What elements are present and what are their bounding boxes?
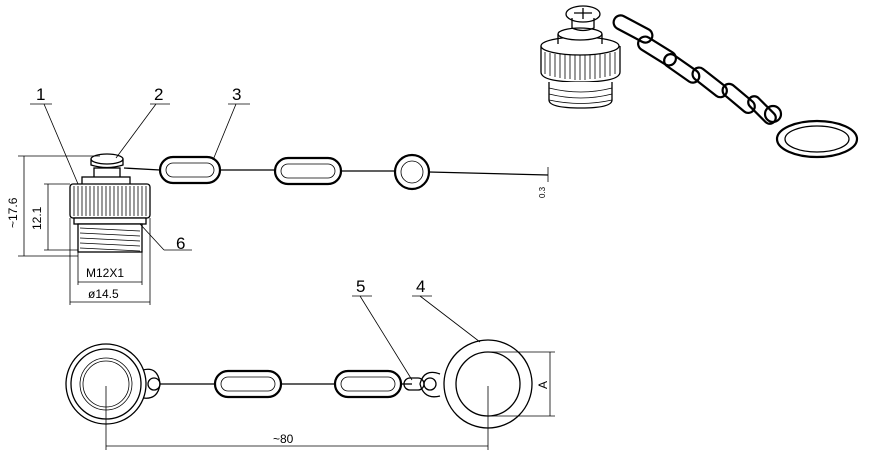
- product-render: [540, 5, 859, 159]
- callout-6: 6: [176, 234, 185, 253]
- callout-2: 2: [154, 85, 163, 104]
- callout-4: 4: [416, 277, 425, 296]
- dim-total-length: ~80: [273, 432, 294, 446]
- dim-diameter: ø14.5: [88, 287, 119, 301]
- callout-leaders: [30, 103, 481, 381]
- callout-5: 5: [356, 277, 365, 296]
- dim-overall-height: ~17.6: [6, 197, 20, 228]
- dim-thread: M12X1: [86, 266, 124, 280]
- callout-3: 3: [232, 85, 241, 104]
- callout-1: 1: [36, 85, 45, 104]
- top-view: [65, 339, 555, 450]
- dim-chain-thickness: 0.3: [538, 186, 547, 198]
- dim-cap-height: 12.1: [30, 206, 44, 230]
- side-view: [18, 153, 549, 305]
- dim-ring-label: A: [536, 381, 550, 389]
